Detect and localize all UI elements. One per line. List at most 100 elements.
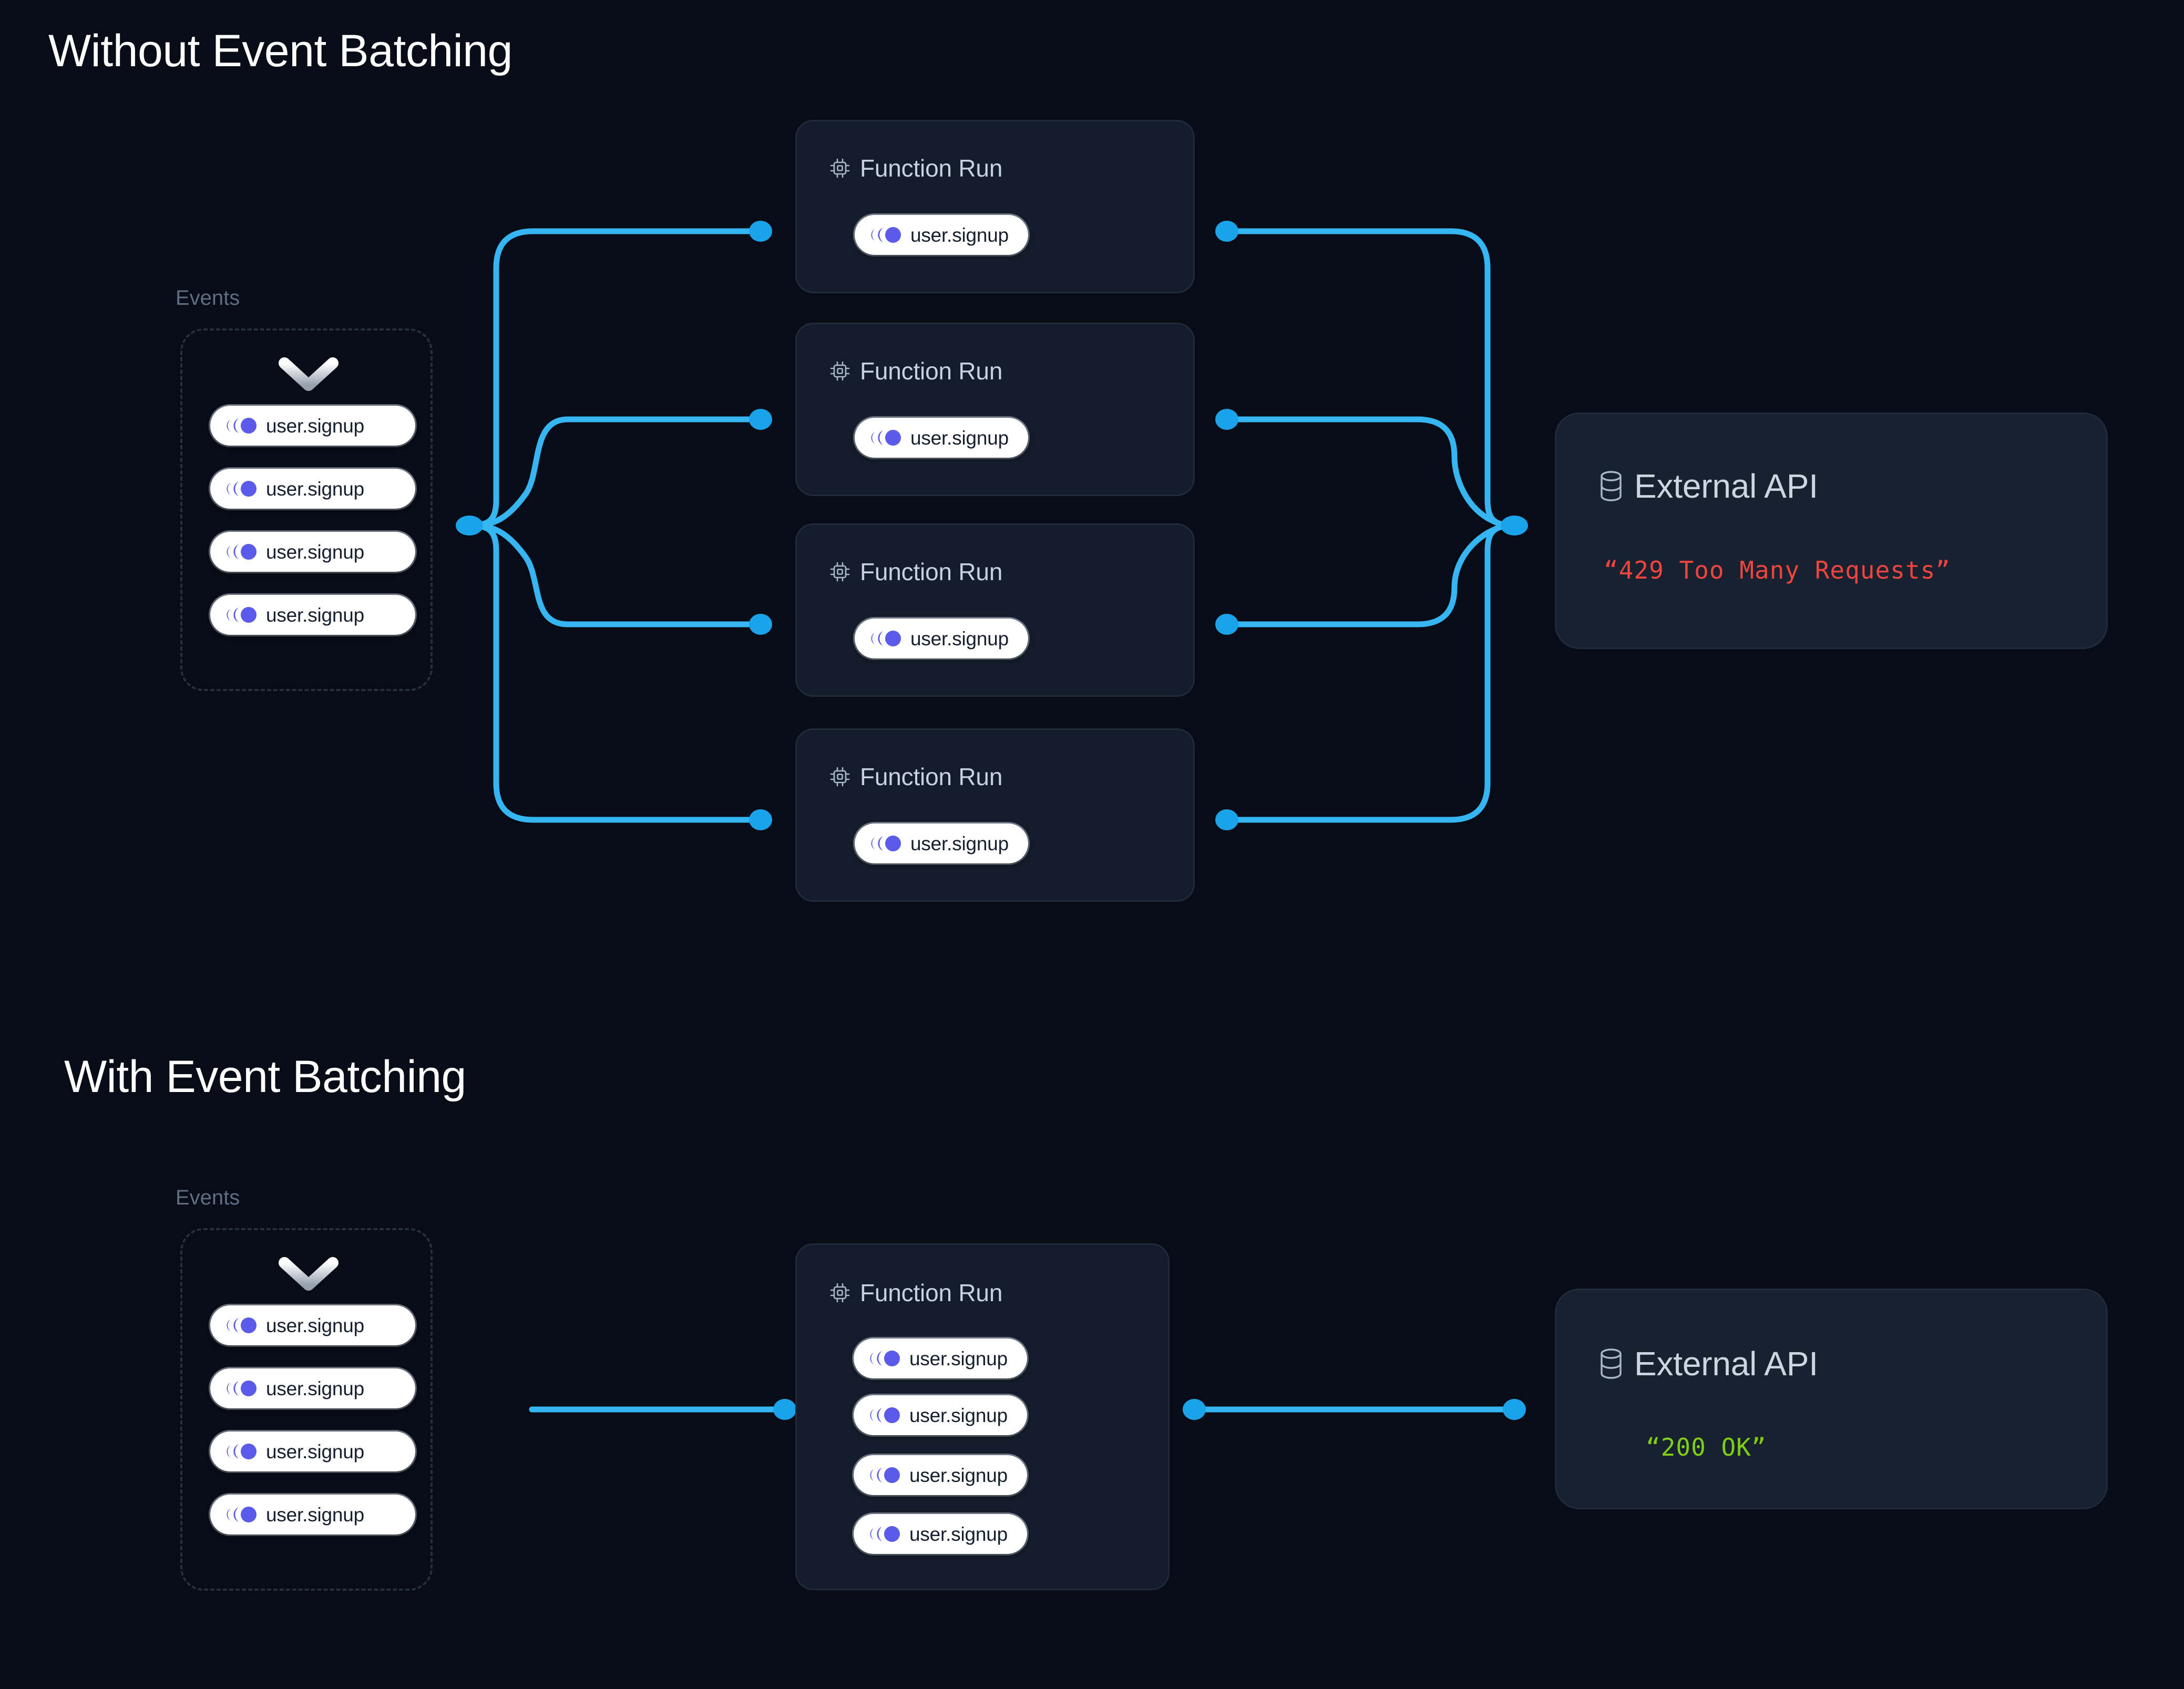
event-pill-label: user.signup [266, 1314, 365, 1336]
event-pill[interactable]: user.signup [855, 823, 1028, 863]
event-pill[interactable]: user.signup [855, 619, 1028, 658]
events-container-top [180, 328, 433, 691]
section-title-without-batching: Without Event Batching [48, 26, 512, 76]
event-pill-label: user.signup [909, 1523, 1008, 1545]
function-run-title: Function Run [860, 155, 1003, 182]
node-dot-batched-api-in [1503, 1399, 1526, 1420]
function-run-title: Function Run [860, 763, 1003, 790]
external-api-title: External API [1634, 467, 1818, 505]
event-pill-label: user.signup [266, 478, 365, 500]
event-trail-icon [227, 1317, 257, 1333]
function-run-card[interactable]: Function Run user.signup [795, 120, 1195, 293]
node-dot-run-4-out [1215, 809, 1238, 830]
node-dot-run-2-in [749, 409, 772, 430]
event-trail-icon [870, 1467, 900, 1483]
node-dot-batched-run-out [1183, 1399, 1206, 1420]
external-api-header: External API [1597, 1347, 1818, 1381]
status-badge: “200 OK” [1646, 1433, 1767, 1461]
event-trail-icon [227, 481, 257, 497]
external-api-header: External API [1597, 469, 1818, 503]
event-trail-icon [227, 1381, 257, 1396]
event-trail-icon [871, 227, 901, 243]
node-dot-source [456, 516, 483, 535]
external-api-title: External API [1634, 1345, 1818, 1383]
node-dot-batched-run-in [773, 1399, 796, 1420]
external-api-card[interactable]: External API “200 OK” [1555, 1289, 2108, 1509]
edge-source-to-run-3 [466, 522, 764, 627]
event-pill[interactable]: user.signup [210, 469, 415, 509]
event-pill[interactable]: user.signup [210, 1305, 415, 1345]
event-pill[interactable]: user.signup [210, 406, 415, 446]
edge-run-4-to-api [1224, 522, 1517, 823]
edge-run-2-to-api [1224, 416, 1517, 529]
node-dot-api-in [1501, 516, 1528, 535]
event-trail-icon [871, 430, 901, 446]
event-pill-label: user.signup [910, 832, 1009, 854]
event-pill[interactable]: user.signup [854, 1514, 1027, 1554]
edge-run-1-to-api [1224, 228, 1517, 529]
event-pill-label: user.signup [910, 627, 1009, 650]
node-dot-run-1-out [1215, 221, 1238, 242]
function-run-title: Function Run [860, 357, 1003, 385]
chevron-down-icon [279, 357, 339, 391]
status-badge: “429 Too Many Requests” [1604, 556, 1951, 584]
chevron-down-icon [279, 1257, 339, 1291]
edge-run-3-to-api [1224, 522, 1517, 627]
event-pill-label: user.signup [266, 1377, 365, 1399]
event-pill[interactable]: user.signup [854, 1395, 1027, 1435]
event-pill[interactable]: user.signup [210, 595, 415, 635]
external-api-card[interactable]: External API “429 Too Many Requests” [1555, 413, 2108, 649]
event-pill[interactable]: user.signup [210, 1495, 415, 1534]
events-label-top: Events [176, 286, 240, 310]
event-trail-icon [871, 631, 901, 646]
event-pill-label: user.signup [266, 1503, 365, 1526]
function-run-header: Function Run [829, 765, 1002, 789]
node-dot-run-1-in [749, 221, 772, 242]
event-pill[interactable]: user.signup [855, 418, 1028, 458]
event-trail-icon [870, 1407, 900, 1423]
edge-source-to-run-1 [466, 228, 764, 529]
event-pill-label: user.signup [266, 541, 365, 563]
function-run-card[interactable]: Function Run user.signup [795, 323, 1195, 496]
event-pill-label: user.signup [909, 1404, 1008, 1426]
event-pill-label: user.signup [910, 427, 1009, 449]
function-run-card[interactable]: Function Run user.signup [795, 523, 1195, 697]
event-trail-icon [227, 1507, 257, 1522]
cpu-icon [830, 1283, 850, 1303]
event-pill-label: user.signup [266, 604, 365, 626]
database-icon [1601, 1348, 1622, 1379]
function-run-card[interactable]: Function Run user.signup [795, 728, 1195, 902]
events-container-bottom [180, 1228, 433, 1591]
event-pill[interactable]: user.signup [210, 1368, 415, 1408]
cpu-icon [830, 158, 850, 178]
cpu-icon [830, 562, 850, 582]
event-trail-icon [227, 1444, 257, 1459]
function-run-header: Function Run [829, 359, 1002, 383]
function-run-header: Function Run [829, 156, 1002, 180]
function-run-header: Function Run [829, 560, 1002, 584]
cpu-icon [830, 361, 850, 381]
events-label-bottom: Events [176, 1186, 240, 1209]
node-dot-run-3-out [1215, 614, 1238, 635]
event-pill-label: user.signup [266, 1440, 365, 1463]
event-pill[interactable]: user.signup [854, 1338, 1027, 1378]
function-run-card[interactable]: Function Run user.signup user.signup use… [795, 1243, 1170, 1590]
event-trail-icon [227, 418, 257, 434]
edge-source-to-run-4 [466, 522, 764, 823]
function-run-header: Function Run [829, 1281, 1002, 1305]
section-title-with-batching: With Event Batching [64, 1052, 466, 1102]
event-trail-icon [870, 1351, 900, 1366]
event-trail-icon [870, 1526, 900, 1542]
node-dot-run-3-in [749, 614, 772, 635]
event-pill-label: user.signup [266, 415, 365, 437]
function-run-title: Function Run [860, 1279, 1003, 1306]
event-pill[interactable]: user.signup [210, 532, 415, 572]
event-pill[interactable]: user.signup [855, 215, 1028, 255]
event-pill[interactable]: user.signup [210, 1431, 415, 1471]
event-pill-label: user.signup [909, 1464, 1008, 1486]
event-pill[interactable]: user.signup [854, 1455, 1027, 1495]
event-trail-icon [227, 544, 257, 560]
edge-source-to-run-2 [466, 416, 764, 529]
node-dot-run-2-out [1215, 409, 1238, 430]
cpu-icon [830, 767, 850, 787]
